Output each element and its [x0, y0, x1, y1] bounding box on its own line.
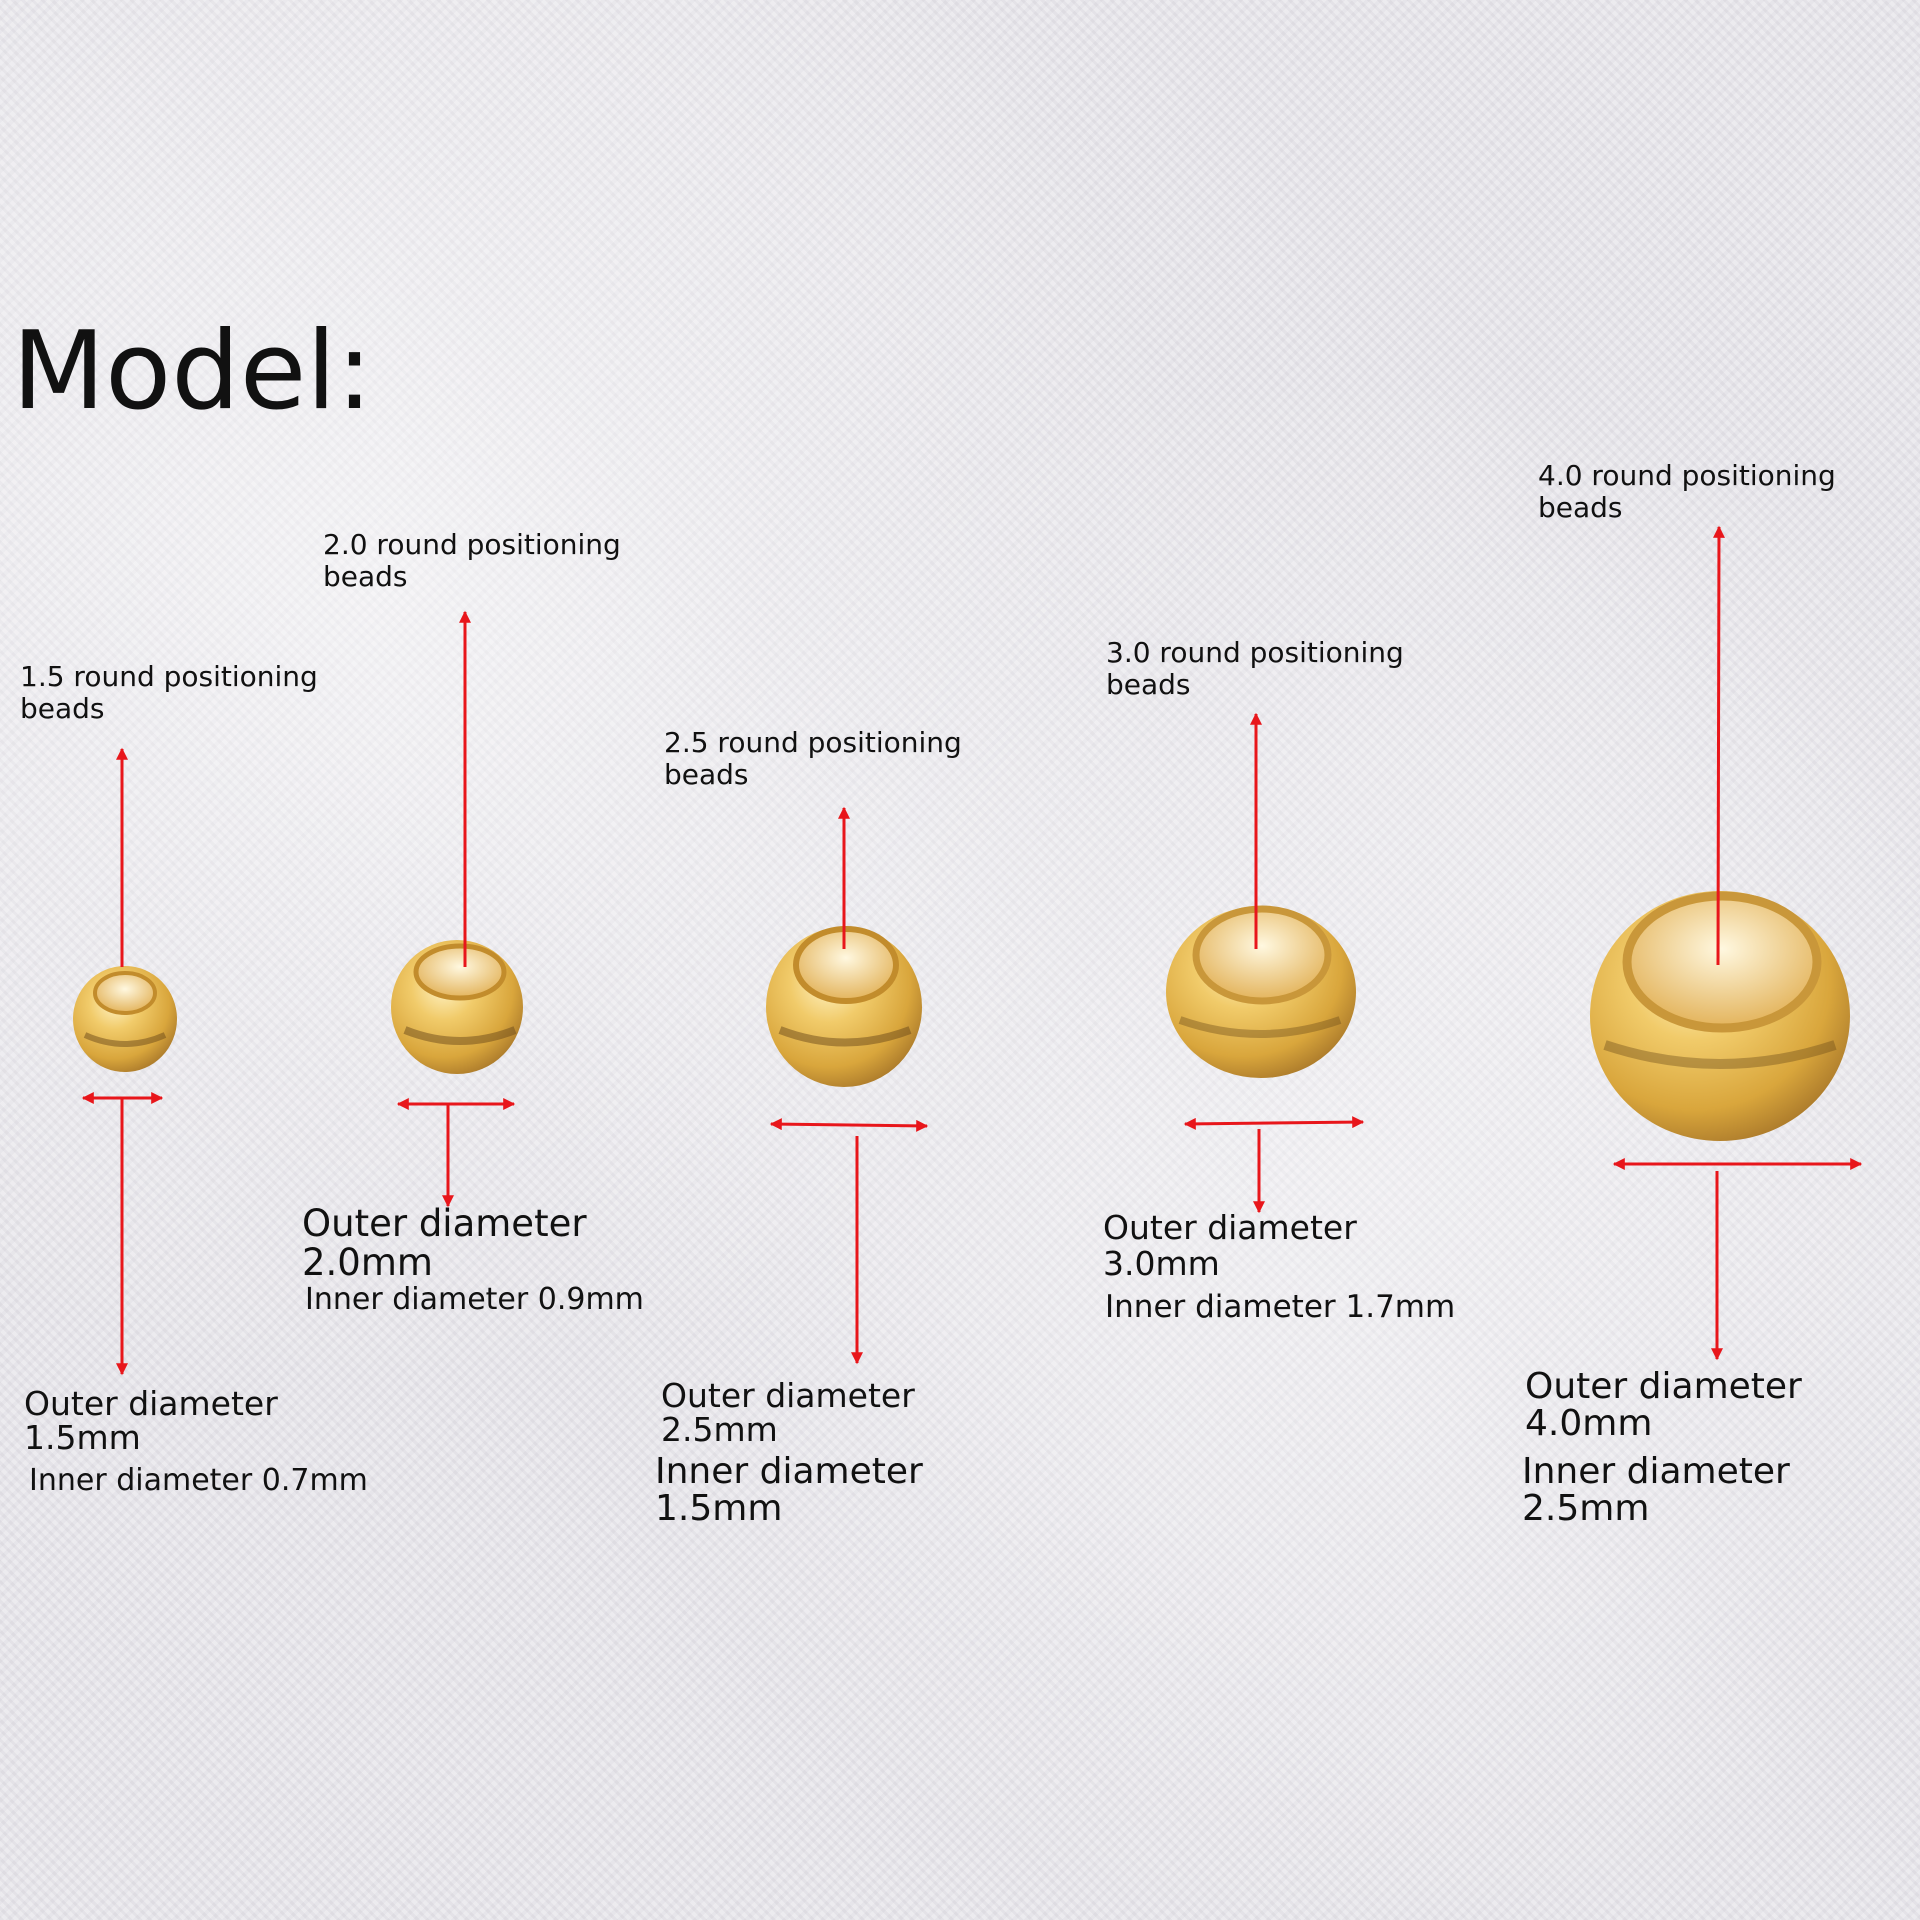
outer-diameter-2-0: Outer diameter 2.0mm	[302, 1202, 587, 1284]
bead-name-3-0: 3.0 round positioning beads	[1106, 636, 1404, 701]
outer-diameter-3-0: Outer diameter 3.0mm	[1103, 1208, 1357, 1283]
inner-diameter-3-0: Inner diameter 1.7mm	[1105, 1289, 1456, 1325]
bead-name-2-0: 2.0 round positioning beads	[323, 528, 621, 593]
outer-diameter-4-0: Outer diameter 4.0mm	[1525, 1366, 1802, 1444]
inner-diameter-2-5: Inner diameter 1.5mm	[655, 1451, 923, 1529]
bead-name-1-5: 1.5 round positioning beads	[20, 660, 318, 725]
bead-2-0	[391, 940, 523, 1074]
arrow-width-2-5	[769, 1118, 929, 1132]
bead-name-4-0: 4.0 round positioning beads	[1538, 459, 1836, 524]
model-heading: Model:	[12, 309, 373, 434]
inner-diameter-2-0: Inner diameter 0.9mm	[305, 1282, 644, 1317]
bead-name-2-5: 2.5 round positioning beads	[664, 726, 962, 791]
bead-3-0	[1166, 905, 1356, 1078]
inner-diameter-1-5: Inner diameter 0.7mm	[29, 1463, 368, 1498]
outer-diameter-1-5: Outer diameter 1.5mm	[24, 1384, 278, 1457]
bead-2-5	[766, 926, 922, 1087]
arrow-width-3-0	[1183, 1116, 1365, 1130]
bead-4-0	[1590, 891, 1850, 1141]
dimension-arrows	[81, 525, 1863, 1376]
inner-diameter-4-0: Inner diameter 2.5mm	[1522, 1451, 1790, 1529]
bead-1-5	[73, 966, 177, 1072]
outer-diameter-2-5: Outer diameter 2.5mm	[661, 1376, 915, 1449]
arrow-up-4-0	[1712, 525, 1725, 966]
